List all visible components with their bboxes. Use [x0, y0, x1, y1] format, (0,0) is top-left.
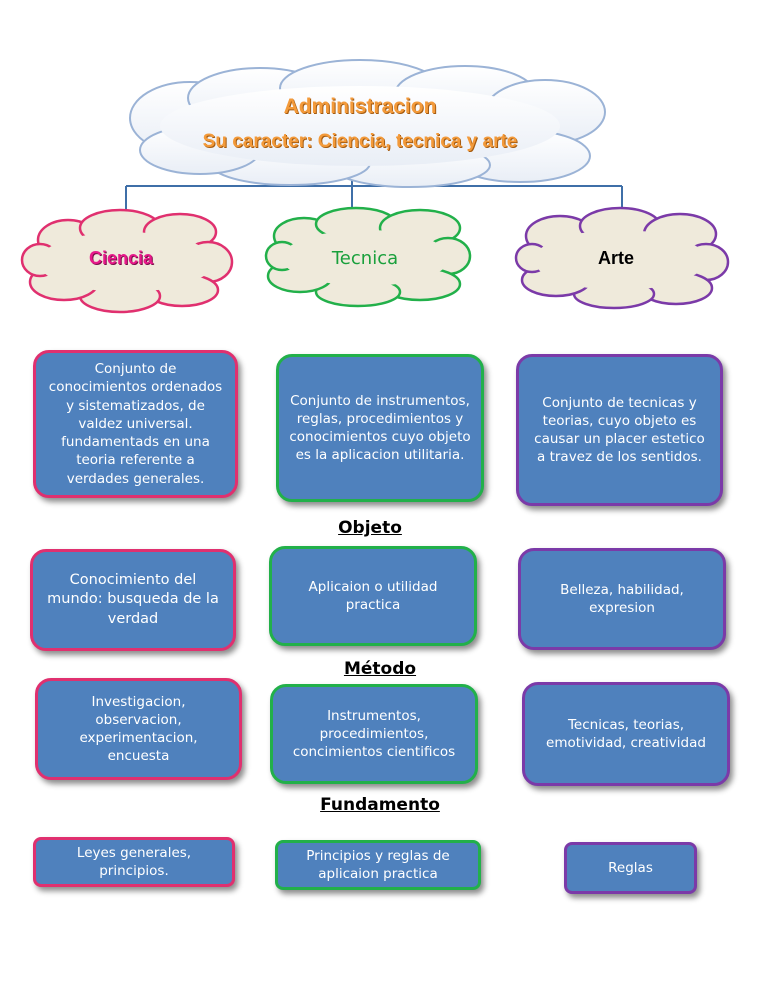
- cloud-arte: [514, 206, 730, 310]
- cloud-ciencia: [20, 208, 234, 314]
- objeto-arte: Belleza, habilidad, expresion: [518, 548, 726, 650]
- fundamento-ciencia: Leyes generales, principios.: [33, 837, 235, 887]
- section-title-fundamento: Fundamento: [320, 795, 440, 815]
- title-line-1: Administracion: [283, 95, 437, 118]
- objeto-ciencia: Conocimiento del mundo: busqueda de la v…: [30, 549, 236, 651]
- title-line-2: Su caracter: Ciencia, tecnica y arte: [202, 131, 518, 152]
- metodo-arte: Tecnicas, teorias, emotividad, creativid…: [522, 682, 730, 786]
- fundamento-tecnica: Principios y reglas de aplicaion practic…: [275, 840, 481, 890]
- category-label-arte: Arte: [597, 248, 634, 268]
- title-cloud: [129, 59, 606, 188]
- fundamento-arte: Reglas: [564, 842, 697, 894]
- metodo-ciencia: Investigacion, observacion, experimentac…: [35, 678, 242, 780]
- section-title-metodo: Método: [343, 659, 417, 679]
- definition-tecnica: Conjunto de instrumentos, reglas, proced…: [276, 354, 484, 502]
- objeto-tecnica: Aplicaion o utilidad practica: [269, 546, 477, 646]
- category-label-ciencia: Ciencia: [88, 248, 154, 268]
- definition-ciencia: Conjunto de conocimientos ordenados y si…: [33, 350, 238, 498]
- metodo-tecnica: Instrumentos, procedimientos, concimient…: [270, 684, 478, 784]
- category-label-tecnica: Tecnica: [331, 248, 399, 269]
- definition-arte: Conjunto de tecnicas y teorias, cuyo obj…: [516, 354, 723, 506]
- cloud-tecnica: [264, 206, 472, 308]
- section-title-objeto: Objeto: [338, 518, 402, 538]
